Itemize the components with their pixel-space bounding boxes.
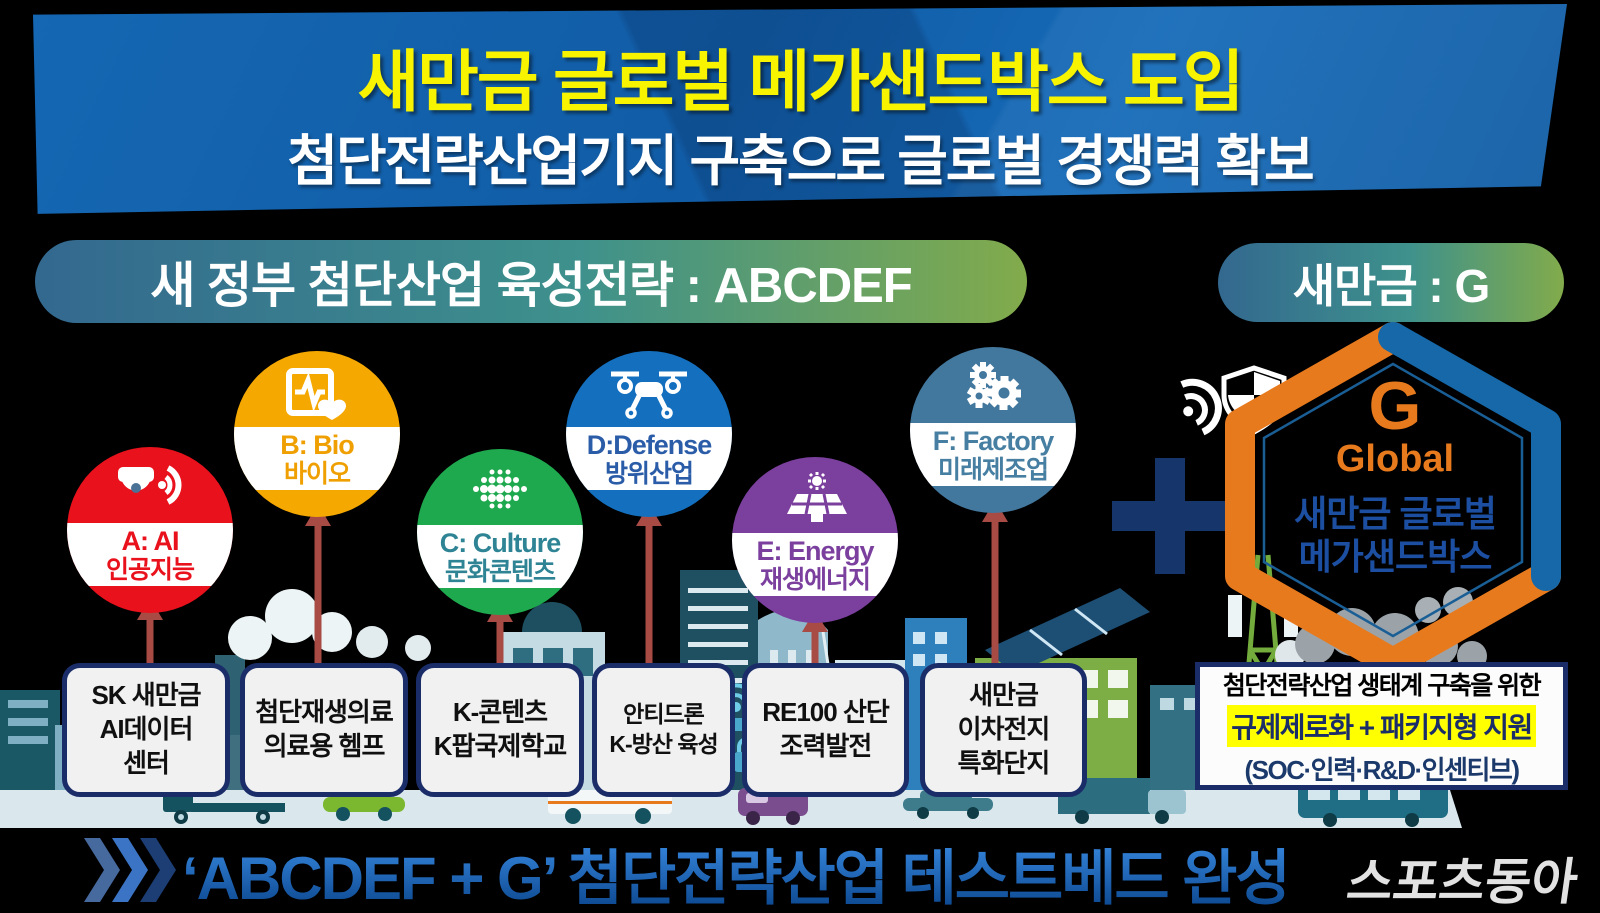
project-box-bio-hemp: 첨단재생의료 의료용 헴프 bbox=[240, 663, 408, 797]
hexagon-korean-label: 새만금 글로벌 메가샌드박스 bbox=[1294, 492, 1497, 578]
sector-circle-factory: F: Factory 미래제조업 bbox=[910, 347, 1076, 513]
sector-label-band: C: Culture 문화콘텐츠 bbox=[417, 525, 583, 589]
sector-korean: 재생에너지 bbox=[759, 566, 871, 595]
project-box-re100-tidal: RE100 산단 조력발전 bbox=[742, 663, 909, 797]
sector-label: A: AI bbox=[121, 525, 180, 556]
triple-chevron-icon bbox=[84, 838, 176, 902]
sector-korean: 문화콘텐츠 bbox=[444, 558, 556, 587]
sector-label-band: D:Defense 방위산업 bbox=[566, 427, 732, 491]
sector-label: D:Defense bbox=[586, 429, 713, 460]
sector-circle-ai: A: AI 인공지능 bbox=[67, 447, 233, 613]
strategy-pill-g: 새만금 : G bbox=[1218, 243, 1564, 322]
solar-panel-sun-icon bbox=[787, 471, 847, 522]
sector-korean: 바이오 bbox=[283, 460, 351, 489]
sector-label-band: E: Energy 재생에너지 bbox=[732, 533, 898, 597]
sector-label-band: F: Factory 미래제조업 bbox=[910, 423, 1076, 487]
hexagon-letter: G bbox=[1368, 368, 1422, 444]
dotted-globe-icon bbox=[473, 469, 527, 509]
sector-label: F: Factory bbox=[932, 425, 1055, 456]
strategy-pill-abcdef: 새 정부 첨단산업 육성전략 : ABCDEF bbox=[35, 240, 1027, 323]
project-box-ai-datacenter: SK 새만금 AI데이터 센터 bbox=[62, 663, 230, 797]
page-subtitle: 첨단전략산업기지 구축으로 글로벌 경쟁력 확보 bbox=[287, 130, 1314, 192]
sector-circle-culture: C: Culture 문화콘텐츠 bbox=[417, 449, 583, 615]
support-info-line1: 첨단전략산업 생태계 구축을 위한 bbox=[1222, 671, 1542, 700]
project-box-antidrone-defense: 안티드론 K-방산 육성 bbox=[592, 663, 735, 797]
cctv-camera-icon bbox=[118, 465, 182, 505]
sector-korean: 방위산업 bbox=[604, 460, 694, 489]
sector-circle-energy: E: Energy 재생에너지 bbox=[732, 457, 898, 623]
hexagon-g-badge bbox=[1225, 322, 1561, 678]
hexagon-english-label: Global bbox=[1335, 438, 1455, 480]
medical-monitor-heart-icon bbox=[286, 367, 346, 420]
hexagon-text-block: G Global 새만금 글로벌 메가샌드박스 bbox=[1253, 372, 1537, 578]
banner-facet-decoration bbox=[33, 4, 1567, 214]
sector-label-band: B: Bio 바이오 bbox=[234, 427, 400, 491]
sector-korean: 미래제조업 bbox=[937, 456, 1049, 485]
header-banner: 새만금 글로벌 메가샌드박스 도입 첨단전략산업기지 구축으로 글로벌 경쟁력 … bbox=[33, 4, 1567, 214]
sector-korean: 인공지능 bbox=[105, 556, 195, 585]
press-watermark: 스포츠동아 bbox=[1343, 854, 1582, 910]
gears-icon bbox=[966, 361, 1021, 410]
page-title: 새만금 글로벌 메가샌드박스 도입 bbox=[357, 45, 1245, 120]
support-info-line3: (SOC·인력·R&D·인센티브) bbox=[1244, 754, 1520, 785]
support-info-highlight: 규제제로화 + 패키지형 지원 bbox=[1227, 704, 1536, 747]
support-info-box: 첨단전략산업 생태계 구축을 위한 규제제로화 + 패키지형 지원 (SOC·인… bbox=[1195, 662, 1568, 790]
drone-icon bbox=[611, 371, 687, 419]
sector-circle-bio: B: Bio 바이오 bbox=[234, 351, 400, 517]
sector-circle-defense: D:Defense 방위산업 bbox=[566, 351, 732, 517]
sector-label-band: A: AI 인공지능 bbox=[67, 523, 233, 587]
project-box-secondary-battery: 새만금 이차전지 특화단지 bbox=[920, 663, 1087, 797]
plus-icon bbox=[1112, 458, 1228, 574]
sector-label: C: Culture bbox=[439, 527, 561, 558]
footer-headline: ‘ABCDEF + G’ 첨단전략산업 테스트베드 완성 bbox=[182, 830, 1291, 913]
sector-label: B: Bio bbox=[280, 429, 354, 460]
sector-label: E: Energy bbox=[756, 535, 874, 566]
project-box-kcontent-school: K-콘텐츠 K팝국제학교 bbox=[416, 663, 584, 797]
